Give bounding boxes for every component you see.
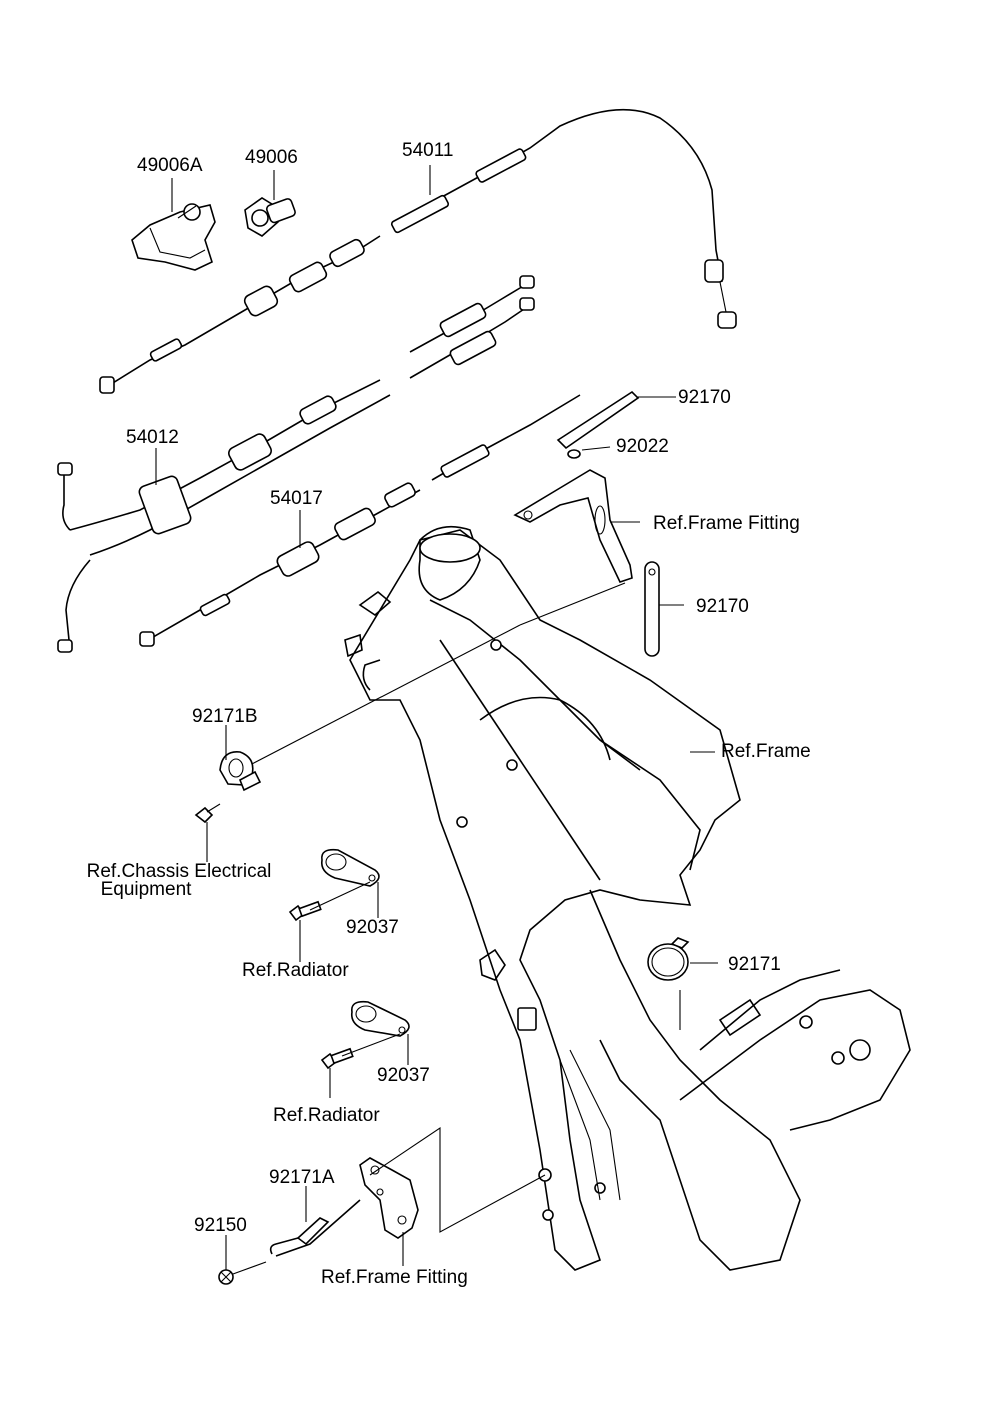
clamp-ring-part-92171 [647,937,690,981]
band-part-92170-top [556,390,640,450]
label-92171: 92171 [728,954,781,975]
label-ref-frame: Ref.Frame [721,741,811,762]
label-ref-chassis-line1: Ref.Chassis Electrical [86,861,272,882]
routing-line-92037a [309,881,371,911]
label-92170-top: 92170 [678,387,731,408]
washer-part-92022 [567,449,581,459]
clamp-part-92037-b [350,1000,410,1037]
throttle-cover-part-49006A [131,203,216,271]
label-92150: 92150 [194,1215,247,1236]
frame-fitting-bracket-top [513,469,633,583]
label-ref-frame-fitting-top: Ref.Frame Fitting [653,513,800,534]
band-part-92171A [269,1199,361,1257]
label-ref-frame-fitting-bottom: Ref.Frame Fitting [321,1267,468,1288]
routing-line-92037b [341,1033,401,1057]
label-49006: 49006 [245,147,298,168]
label-92171B: 92171B [192,706,258,727]
throttle-fitting-part-49006 [244,197,296,237]
cable-part-54017 [139,394,581,647]
clutch-cable-part-54011 [99,108,737,394]
routing-line-upper-b [519,582,626,626]
throttle-cable-part-54012 [57,275,535,653]
clamp-part-92171B [219,751,262,792]
label-92037-a: 92037 [346,917,399,938]
bolt-radiator-a [288,900,322,922]
label-ref-radiator-a: Ref.Radiator [242,960,349,981]
label-54011: 54011 [402,140,454,161]
bolt-part-92150 [218,1261,267,1285]
label-54012: 54012 [126,427,179,448]
leader-92022 [581,446,611,451]
label-49006A: 49006A [137,155,203,176]
label-92022: 92022 [616,436,669,457]
routing-line-upper [249,624,521,766]
band-part-92170-right [644,561,660,657]
label-92170-right: 92170 [696,596,749,617]
bolt-radiator-b [320,1047,354,1070]
frame-fitting-plate-bottom [359,1157,419,1239]
label-ref-chassis-line2: Equipment [100,879,192,900]
label-92171A: 92171A [269,1167,335,1188]
label-92037-b: 92037 [377,1065,430,1086]
clamp-part-92037-a [320,848,380,887]
routing-line-bottom [369,1126,546,1233]
screw-ref-chassis [194,803,221,824]
label-54017: 54017 [270,488,323,509]
motorcycle-frame [344,525,911,1271]
label-ref-radiator-b: Ref.Radiator [273,1105,380,1126]
